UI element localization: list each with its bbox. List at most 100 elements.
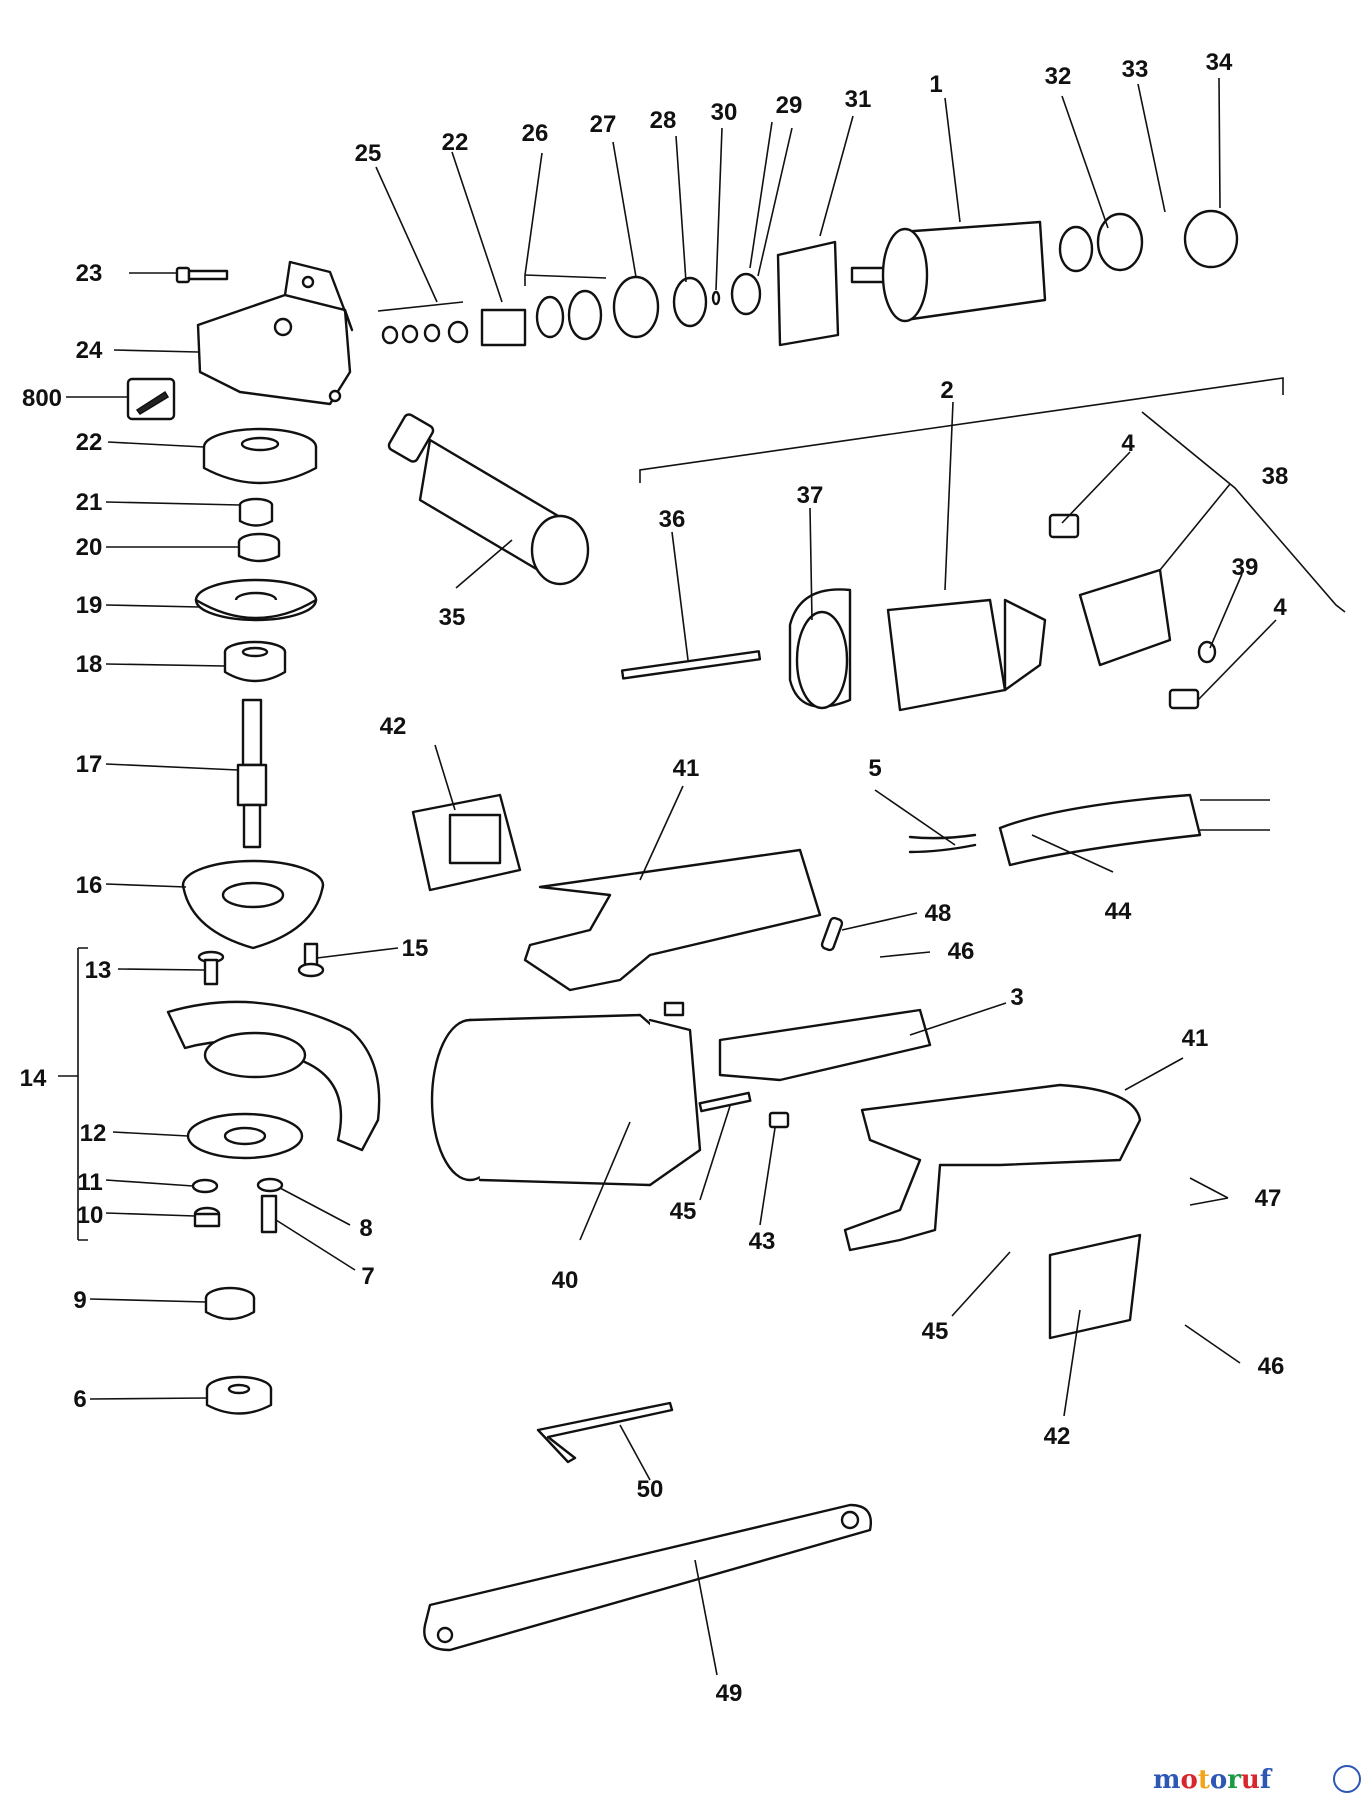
callout-5: 5 bbox=[868, 755, 881, 782]
callout-32: 32 bbox=[1045, 63, 1072, 90]
callout-10: 10 bbox=[77, 1202, 104, 1229]
callout-39: 39 bbox=[1232, 554, 1259, 581]
handle-upper bbox=[523, 848, 844, 992]
callout-6: 6 bbox=[73, 1386, 86, 1413]
accessory-symbol bbox=[126, 377, 176, 421]
motor-housing bbox=[430, 1013, 702, 1187]
gear-housing bbox=[196, 260, 354, 406]
bushing-21 bbox=[238, 497, 274, 527]
callout-30: 30 bbox=[711, 99, 738, 126]
switch-assembly bbox=[663, 1001, 932, 1082]
callout-40: 40 bbox=[552, 1267, 579, 1294]
switch-cover-top bbox=[411, 793, 522, 892]
handle-lower bbox=[843, 1083, 1142, 1252]
callout-22a: 22 bbox=[76, 429, 103, 456]
wm-char: t bbox=[1198, 1765, 1210, 1795]
callout-3: 3 bbox=[1010, 984, 1023, 1011]
callout-28: 28 bbox=[650, 107, 677, 134]
wm-char: m bbox=[1153, 1765, 1181, 1795]
switch-cover-bottom bbox=[1048, 1233, 1142, 1340]
wm-char: f bbox=[1260, 1765, 1273, 1795]
wm-char: r bbox=[1227, 1765, 1241, 1795]
callout-22b: 22 bbox=[442, 129, 469, 156]
callout-50: 50 bbox=[637, 1476, 664, 1503]
callout-31: 31 bbox=[845, 86, 872, 113]
callout-27: 27 bbox=[590, 111, 617, 138]
callout-42b: 42 bbox=[1044, 1423, 1071, 1450]
screw-23 bbox=[175, 266, 229, 284]
watermark-text: motoruf bbox=[1153, 1765, 1273, 1795]
callout-18: 18 bbox=[76, 651, 103, 678]
callout-13: 13 bbox=[85, 957, 112, 984]
callouts: 1 2 3 4 4 5 6 7 8 9 10 11 12 13 14 15 16… bbox=[20, 49, 1289, 1707]
callout-2: 2 bbox=[940, 377, 953, 404]
callout-17: 17 bbox=[76, 751, 103, 778]
screw-13 bbox=[197, 950, 225, 986]
wm-char: u bbox=[1241, 1765, 1260, 1795]
callout-24: 24 bbox=[76, 337, 103, 364]
small-fasteners bbox=[191, 1177, 284, 1234]
callout-42a: 42 bbox=[380, 713, 407, 740]
callout-11: 11 bbox=[77, 1169, 102, 1196]
callout-49: 49 bbox=[716, 1680, 743, 1707]
callout-46a: 46 bbox=[948, 938, 975, 965]
stator-group bbox=[620, 513, 1217, 712]
callout-23: 23 bbox=[76, 260, 103, 287]
wm-char: o bbox=[1181, 1765, 1198, 1795]
hex-key bbox=[536, 1401, 674, 1464]
flange-nut-6 bbox=[205, 1375, 273, 1415]
callout-47: 47 bbox=[1255, 1185, 1282, 1212]
callout-37: 37 bbox=[797, 482, 824, 509]
callout-26: 26 bbox=[522, 120, 549, 147]
crown-gear bbox=[202, 427, 318, 485]
watermark-badge bbox=[1333, 1765, 1361, 1793]
flange-housing-16 bbox=[181, 859, 325, 950]
armature-row bbox=[381, 209, 1239, 347]
callout-45a: 45 bbox=[670, 1198, 697, 1225]
nut-20 bbox=[237, 532, 281, 563]
callout-43: 43 bbox=[749, 1228, 776, 1255]
wm-char: o bbox=[1210, 1765, 1227, 1795]
disc-19 bbox=[194, 578, 318, 622]
callout-35: 35 bbox=[439, 604, 466, 631]
callout-33: 33 bbox=[1122, 56, 1149, 83]
callout-29: 29 bbox=[776, 92, 803, 119]
parts-layer bbox=[126, 209, 1346, 1652]
watermark-logo: motoruf bbox=[1153, 1765, 1361, 1795]
cord-assembly bbox=[908, 793, 1270, 867]
flange-nut-9 bbox=[204, 1286, 256, 1321]
callout-41a: 41 bbox=[673, 755, 700, 782]
callout-36: 36 bbox=[659, 506, 686, 533]
bearing-18 bbox=[223, 640, 287, 683]
callout-16: 16 bbox=[76, 872, 103, 899]
callout-46b: 46 bbox=[1258, 1353, 1285, 1380]
callout-15: 15 bbox=[402, 935, 429, 962]
callout-1: 1 bbox=[929, 71, 942, 98]
callout-34: 34 bbox=[1206, 49, 1233, 76]
pin-wrench bbox=[423, 1503, 872, 1652]
leader-lines bbox=[58, 77, 1277, 1676]
callout-4b: 4 bbox=[1273, 594, 1287, 621]
callout-41b: 41 bbox=[1182, 1025, 1209, 1052]
callout-20: 20 bbox=[76, 534, 103, 561]
clamp-12 bbox=[186, 1112, 304, 1160]
callout-21: 21 bbox=[76, 489, 103, 516]
callout-45b: 45 bbox=[922, 1318, 949, 1345]
callout-800: 800 bbox=[22, 385, 62, 412]
callout-8: 8 bbox=[359, 1215, 372, 1242]
side-handle bbox=[387, 413, 590, 586]
callout-48: 48 bbox=[925, 900, 952, 927]
spindle-17 bbox=[236, 698, 268, 849]
callout-7: 7 bbox=[361, 1263, 374, 1290]
callout-4a: 4 bbox=[1121, 430, 1135, 457]
callout-12: 12 bbox=[80, 1120, 107, 1147]
screw-15 bbox=[297, 942, 325, 978]
guard bbox=[166, 1000, 381, 1152]
callout-25: 25 bbox=[355, 140, 382, 167]
callout-19: 19 bbox=[76, 592, 103, 619]
callout-9: 9 bbox=[73, 1287, 86, 1314]
callout-38: 38 bbox=[1262, 463, 1289, 490]
callout-14: 14 bbox=[20, 1065, 47, 1092]
mid-fasteners bbox=[698, 1091, 790, 1129]
